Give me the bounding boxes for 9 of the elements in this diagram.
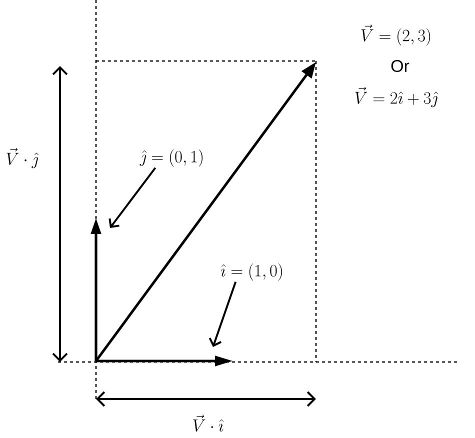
math-label: $\vec{V} = 2\hat{\imath} + 3\hat{\jmath}$ xyxy=(355,86,438,108)
or-word: Or xyxy=(391,60,410,72)
math-label: $\vec{V} = (2,3)$ xyxy=(361,24,430,46)
leader-line xyxy=(208,282,237,347)
vector-label: $\hat{\imath} = (1,0)$ xyxy=(220,263,282,281)
leader-line xyxy=(108,167,156,228)
vector-label: $\hat{\jmath} = (0,1)$ xyxy=(140,149,203,167)
math-label: $\vec{V}\cdot\hat{\jmath}$ xyxy=(6,148,39,168)
math-label: $\vec{V}\cdot\hat{\imath}$ xyxy=(193,414,224,432)
